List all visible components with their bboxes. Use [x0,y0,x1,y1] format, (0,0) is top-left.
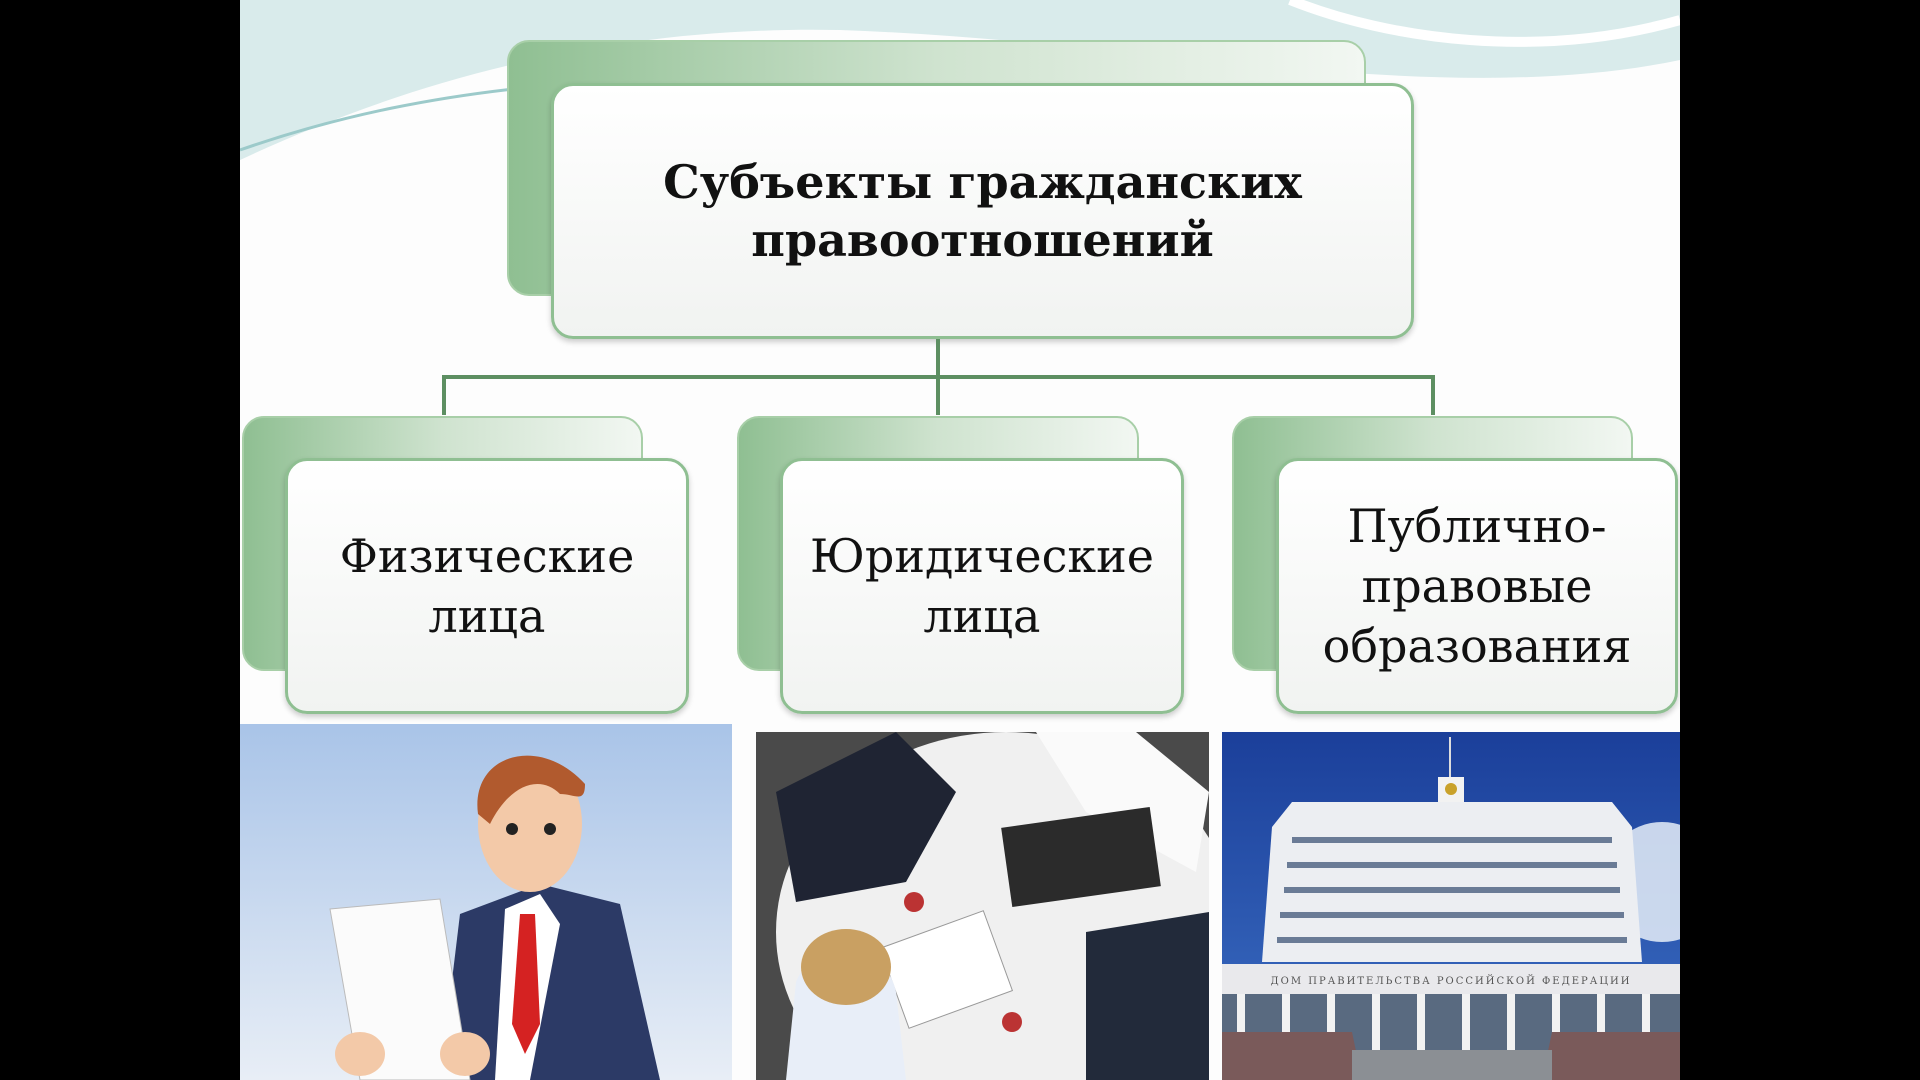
child-label: Публично- [1347,499,1607,553]
child-node-individuals: Физические лица [285,458,689,714]
photo-business-meeting [756,732,1209,1080]
photo-government-building: ДОМ ПРАВИТЕЛЬСТВА РОССИЙСКОЙ ФЕДЕРАЦИИ [1222,732,1680,1080]
child-node-legal-entities: Юридические лица [780,458,1184,714]
root-title-line2: правоотношений [751,213,1214,267]
child-node-public-entities: Публично-правовые образования [1276,458,1678,714]
building-sign: ДОМ ПРАВИТЕЛЬСТВА РОССИЙСКОЙ ФЕДЕРАЦИИ [1271,975,1632,987]
child-label: лица [923,589,1041,643]
connector-bar [442,375,1435,379]
child-label: образования [1322,619,1632,673]
root-title-line1: Субъекты гражданских [663,155,1302,209]
child-label: Физические [339,529,635,583]
photo-man-with-document [240,724,732,1080]
connector-right [1431,375,1435,415]
child-label: правовые [1361,559,1593,613]
connector-left [442,375,446,415]
child-label: лица [428,589,546,643]
child-label: Юридические [809,529,1154,583]
